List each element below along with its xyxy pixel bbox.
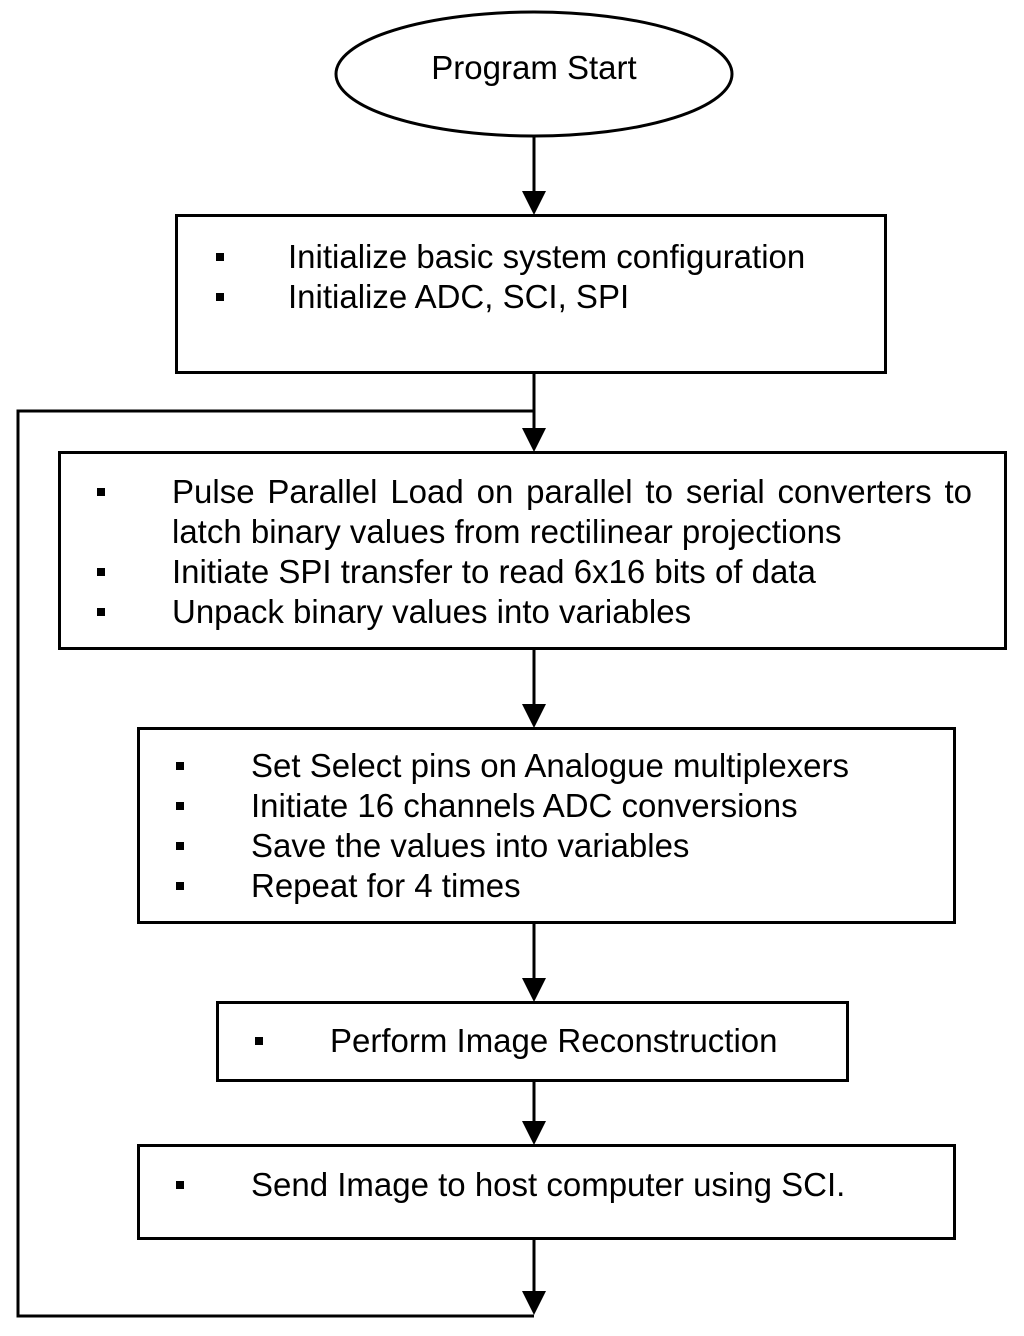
list-item: Save the values into variables [140, 826, 953, 866]
list-item: Pulse Parallel Load on parallel to seria… [61, 472, 1004, 552]
list-item: Set Select pins on Analogue multiplexers [140, 746, 953, 786]
list-item: Send Image to host computer using SCI. [140, 1165, 953, 1205]
bullet-icon [97, 608, 105, 616]
parallel-load-box: Pulse Parallel Load on parallel to seria… [58, 451, 1007, 650]
parallel-load-list: Pulse Parallel Load on parallel to seria… [61, 472, 1004, 632]
list-item: Unpack binary values into variables [61, 592, 1004, 632]
bullet-icon [255, 1037, 263, 1045]
list-item: Initiate SPI transfer to read 6x16 bits … [61, 552, 1004, 592]
list-item: Repeat for 4 times [140, 866, 953, 906]
bullet-icon [176, 802, 184, 810]
list-item: Initiate 16 channels ADC conversions [140, 786, 953, 826]
bullet-icon [216, 293, 224, 301]
list-item: Perform Image Reconstruction [219, 1021, 846, 1061]
list-item: Initialize basic system configuration [178, 237, 884, 277]
adc-box: Set Select pins on Analogue multiplexers… [137, 727, 956, 924]
loop-back-line [16, 409, 534, 1318]
bullet-icon [97, 488, 105, 496]
list-item: Initialize ADC, SCI, SPI [178, 277, 884, 317]
bullet-icon [97, 568, 105, 576]
program-start-label: Program Start [431, 49, 637, 86]
init-box: Initialize basic system configuration In… [175, 214, 887, 374]
init-list: Initialize basic system configuration In… [178, 237, 884, 317]
reconstruction-list: Perform Image Reconstruction [219, 1021, 846, 1061]
bullet-icon [176, 842, 184, 850]
send-image-list: Send Image to host computer using SCI. [140, 1165, 953, 1205]
reconstruction-box: Perform Image Reconstruction [216, 1001, 849, 1082]
bullet-icon [176, 1181, 184, 1189]
adc-list: Set Select pins on Analogue multiplexers… [140, 746, 953, 906]
send-image-box: Send Image to host computer using SCI. [137, 1144, 956, 1240]
bullet-icon [176, 882, 184, 890]
bullet-icon [216, 253, 224, 261]
bullet-icon [176, 762, 184, 770]
